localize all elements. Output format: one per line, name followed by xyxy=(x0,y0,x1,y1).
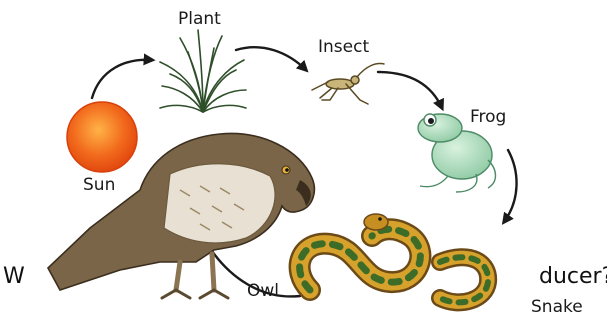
insect-illustration xyxy=(312,64,384,104)
question-text-right-fragment: ducer? xyxy=(539,266,607,288)
owl-label: Owl xyxy=(247,281,279,301)
insect-label: Insect xyxy=(318,37,369,57)
sun-illustration xyxy=(67,102,137,172)
plant-illustration xyxy=(160,30,246,112)
arrow-frog-to-snake xyxy=(504,150,517,222)
snake-illustration xyxy=(300,214,489,302)
arrow-sun-to-plant xyxy=(92,60,152,98)
plant-label: Plant xyxy=(178,9,221,29)
snake-label: Snake xyxy=(531,297,583,317)
arrow-insect-to-frog xyxy=(378,72,442,108)
sun-label: Sun xyxy=(83,175,115,195)
arrow-plant-to-insect xyxy=(236,47,306,70)
frog-label: Frog xyxy=(470,107,506,127)
question-text-left-fragment: W xyxy=(3,266,25,288)
